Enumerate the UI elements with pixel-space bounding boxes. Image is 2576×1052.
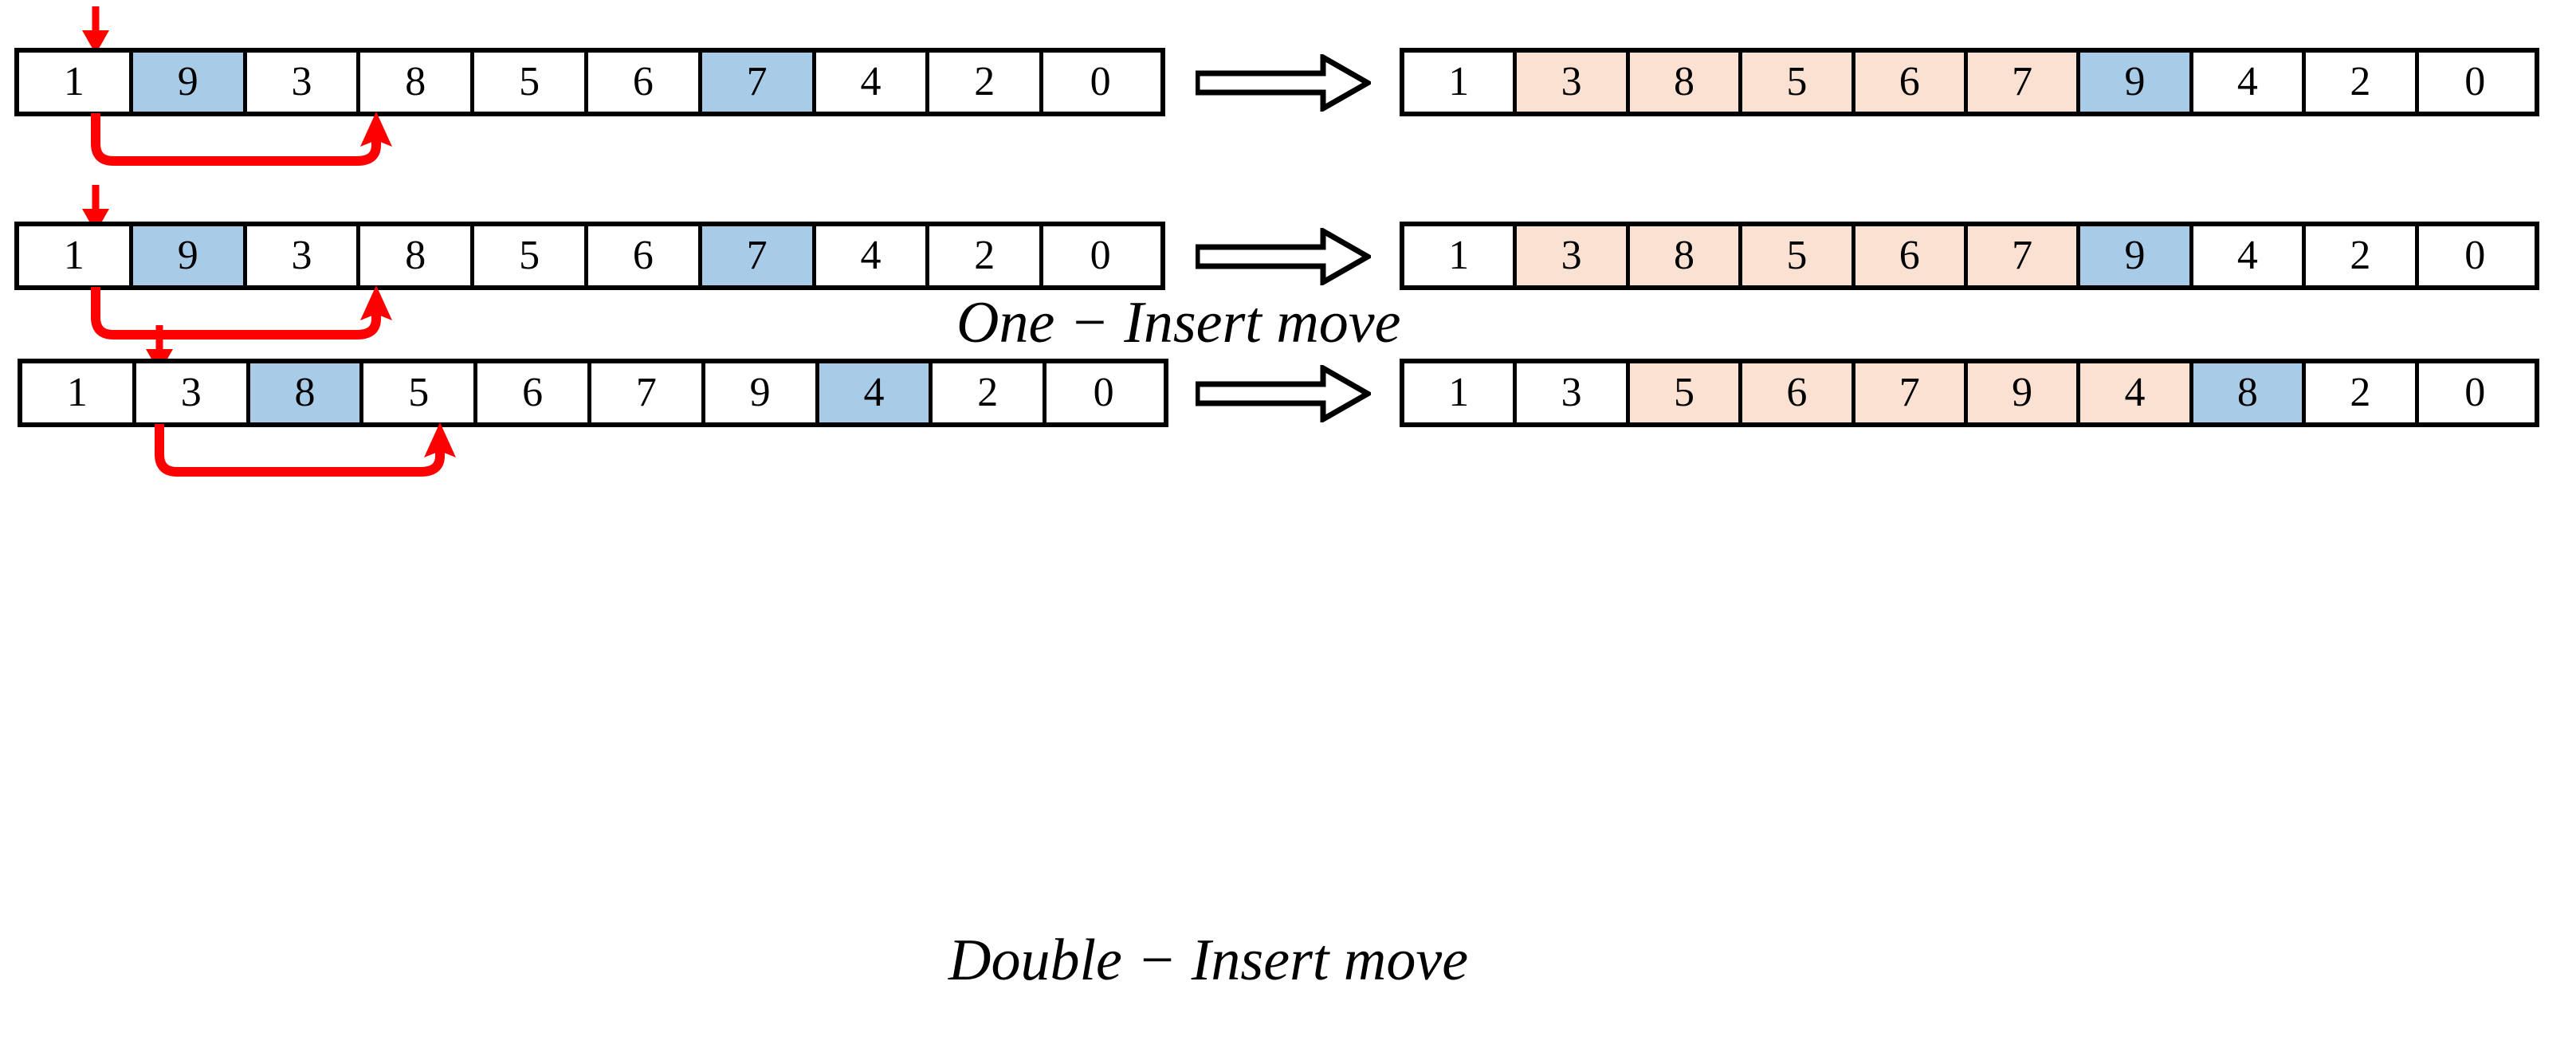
array-cell[interactable]: 8 xyxy=(1629,53,1743,112)
array-cell[interactable]: 7 xyxy=(1967,53,2081,112)
block-right-arrow-icon xyxy=(1194,363,1374,425)
array-cell[interactable]: 0 xyxy=(2418,363,2531,422)
array-row-1-left: 1 9 3 8 5 6 7 4 2 0 xyxy=(14,48,1165,116)
array-cell[interactable]: 4 xyxy=(2193,53,2307,112)
array-cell[interactable]: 9 xyxy=(2080,226,2193,285)
array-cell[interactable]: 4 xyxy=(2080,363,2193,422)
array-cell[interactable]: 8 xyxy=(360,53,475,112)
red-down-arrow-icon xyxy=(72,6,120,56)
array-cell[interactable]: 1 xyxy=(19,53,133,112)
array-cell[interactable]: 2 xyxy=(2306,363,2419,422)
array-cell[interactable]: 0 xyxy=(2418,226,2531,285)
array-cell[interactable]: 7 xyxy=(1855,363,1968,422)
red-curved-move-arrow-icon xyxy=(128,422,478,502)
array-cell[interactable]: 5 xyxy=(474,53,588,112)
array-cell[interactable]: 5 xyxy=(1742,226,1855,285)
array-row-2-right: 1 3 8 5 6 7 9 4 2 0 xyxy=(1400,222,2539,290)
array-cell[interactable]: 8 xyxy=(360,226,475,285)
array-cell[interactable]: 3 xyxy=(1517,226,1630,285)
array-cell[interactable]: 3 xyxy=(246,53,361,112)
array-cell[interactable]: 9 xyxy=(2080,53,2193,112)
array-cell[interactable]: 7 xyxy=(701,226,816,285)
array-cell[interactable]: 6 xyxy=(587,226,702,285)
array-cell[interactable]: 9 xyxy=(705,363,819,422)
array-cell[interactable]: 2 xyxy=(2306,53,2419,112)
array-cell[interactable]: 4 xyxy=(815,53,930,112)
array-cell[interactable]: 7 xyxy=(591,363,705,422)
array-cell[interactable]: 6 xyxy=(587,53,702,112)
caption-one-insert: One − Insert move xyxy=(956,290,1401,355)
block-right-arrow-icon xyxy=(1194,52,1374,114)
array-cell[interactable]: 3 xyxy=(135,363,250,422)
array-cell[interactable]: 2 xyxy=(933,363,1047,422)
array-cell[interactable]: 2 xyxy=(929,226,1044,285)
array-cell[interactable]: 8 xyxy=(249,363,364,422)
array-cell[interactable]: 5 xyxy=(363,363,478,422)
array-cell[interactable]: 2 xyxy=(929,53,1044,112)
array-cell[interactable]: 6 xyxy=(477,363,591,422)
array-cell[interactable]: 0 xyxy=(2418,53,2531,112)
array-cell[interactable]: 0 xyxy=(1043,226,1157,285)
array-cell[interactable]: 3 xyxy=(246,226,361,285)
caption-double-insert: Double − Insert move xyxy=(948,928,1469,993)
array-cell[interactable]: 1 xyxy=(19,226,133,285)
array-cell[interactable]: 1 xyxy=(22,363,136,422)
red-curved-move-arrow-icon xyxy=(64,112,414,191)
array-cell[interactable]: 7 xyxy=(1967,226,2081,285)
array-cell[interactable]: 2 xyxy=(2306,226,2419,285)
array-cell[interactable]: 4 xyxy=(815,226,930,285)
red-curved-move-arrow-icon xyxy=(64,285,414,365)
array-cell[interactable]: 1 xyxy=(1404,363,1518,422)
array-row-2-left: 1 9 3 8 5 6 7 4 2 0 xyxy=(14,222,1165,290)
array-cell[interactable]: 4 xyxy=(819,363,933,422)
array-cell[interactable]: 9 xyxy=(1967,363,2081,422)
block-right-arrow-icon xyxy=(1194,226,1374,288)
array-cell[interactable]: 4 xyxy=(2193,226,2307,285)
array-cell[interactable]: 5 xyxy=(474,226,588,285)
array-cell[interactable]: 6 xyxy=(1855,226,1968,285)
array-row-3-right: 1 3 5 6 7 9 4 8 2 0 xyxy=(1400,359,2539,427)
array-cell[interactable]: 5 xyxy=(1629,363,1743,422)
array-cell[interactable]: 6 xyxy=(1855,53,1968,112)
array-cell[interactable]: 1 xyxy=(1404,226,1518,285)
array-row-1-right: 1 3 8 5 6 7 9 4 2 0 xyxy=(1400,48,2539,116)
array-cell[interactable]: 0 xyxy=(1046,363,1160,422)
array-cell[interactable]: 5 xyxy=(1742,53,1855,112)
array-cell[interactable]: 1 xyxy=(1404,53,1518,112)
array-cell[interactable]: 8 xyxy=(2193,363,2307,422)
array-cell[interactable]: 9 xyxy=(132,53,247,112)
array-cell[interactable]: 9 xyxy=(132,226,247,285)
array-cell[interactable]: 8 xyxy=(1629,226,1743,285)
array-cell[interactable]: 3 xyxy=(1517,363,1630,422)
array-row-3-left: 1 3 8 5 6 7 9 4 2 0 xyxy=(18,359,1168,427)
array-cell[interactable]: 6 xyxy=(1742,363,1855,422)
array-cell[interactable]: 0 xyxy=(1043,53,1157,112)
red-down-arrow-icon xyxy=(72,185,120,234)
array-cell[interactable]: 3 xyxy=(1517,53,1630,112)
array-cell[interactable]: 7 xyxy=(701,53,816,112)
